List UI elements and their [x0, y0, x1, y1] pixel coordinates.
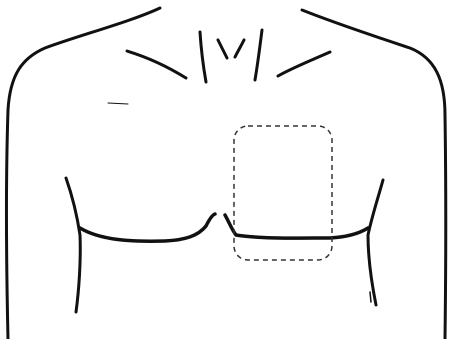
faint-mark: [108, 103, 128, 104]
placement-marker: [234, 126, 332, 260]
neck-right-line: [255, 30, 262, 80]
right-armpit-line: [368, 180, 383, 305]
neck-left-line: [200, 32, 206, 82]
left-pectoral-line: [80, 214, 215, 241]
left-armpit-line: [66, 178, 80, 312]
right-pectoral-line: [225, 215, 368, 238]
sternal-notch-left: [218, 40, 227, 58]
right-clavicle: [278, 52, 330, 76]
lower-right-mark: [370, 292, 371, 302]
left-clavicle: [127, 51, 186, 78]
sternal-notch-right: [235, 40, 244, 57]
left-shoulder-outline: [7, 8, 161, 339]
